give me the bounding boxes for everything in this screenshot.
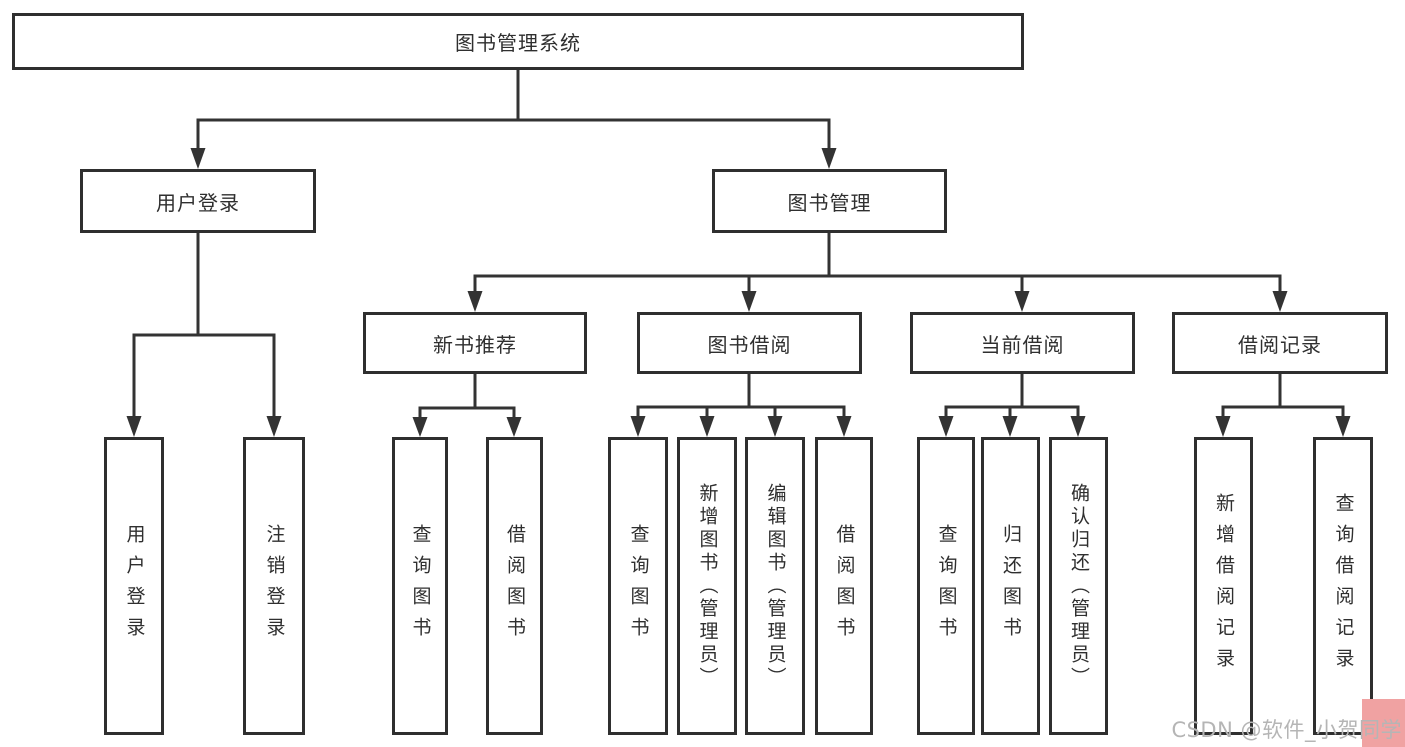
connector-current-borrow-to-leaves [938, 374, 1086, 437]
leaf-query-books-3: 查询图书 [917, 437, 975, 735]
connector-book-borrow-to-leaves [630, 374, 852, 437]
leaf-query-books-2: 查询图书 [608, 437, 668, 735]
connector-root-to-level2 [190, 70, 837, 169]
leaf-add-borrow-record: 新增借阅记录 [1194, 437, 1253, 735]
node-current-borrow: 当前借阅 [910, 312, 1135, 374]
leaf-add-books-admin: 新增图书（管理员） [677, 437, 737, 735]
leaf-edit-books-admin: 编辑图书（管理员） [745, 437, 805, 735]
node-book-mgmt: 图书管理 [712, 169, 947, 233]
connector-book-mgmt-to-level3 [467, 233, 1288, 312]
node-user-login: 用户登录 [80, 169, 316, 233]
leaf-logout: 注销登录 [243, 437, 305, 735]
watermark-accent-block [1362, 699, 1405, 747]
node-root: 图书管理系统 [12, 13, 1024, 70]
leaf-query-books-1: 查询图书 [392, 437, 448, 735]
connector-new-book-rec-to-leaves [412, 374, 522, 437]
leaf-user-login: 用户登录 [104, 437, 164, 735]
connector-user-login-to-leaves [126, 233, 282, 437]
node-borrow-records: 借阅记录 [1172, 312, 1388, 374]
leaf-return-books: 归还图书 [981, 437, 1040, 735]
node-book-borrow: 图书借阅 [637, 312, 862, 374]
leaf-confirm-return-admin: 确认归还（管理员） [1049, 437, 1108, 735]
leaf-borrow-books-1: 借阅图书 [486, 437, 543, 735]
leaf-query-borrow-record: 查询借阅记录 [1313, 437, 1373, 735]
connector-borrow-records-to-leaves [1215, 374, 1351, 437]
node-new-book-rec: 新书推荐 [363, 312, 587, 374]
leaf-borrow-books-2: 借阅图书 [815, 437, 873, 735]
watermark-text: CSDN @软件_小贺同学 [1171, 718, 1402, 742]
